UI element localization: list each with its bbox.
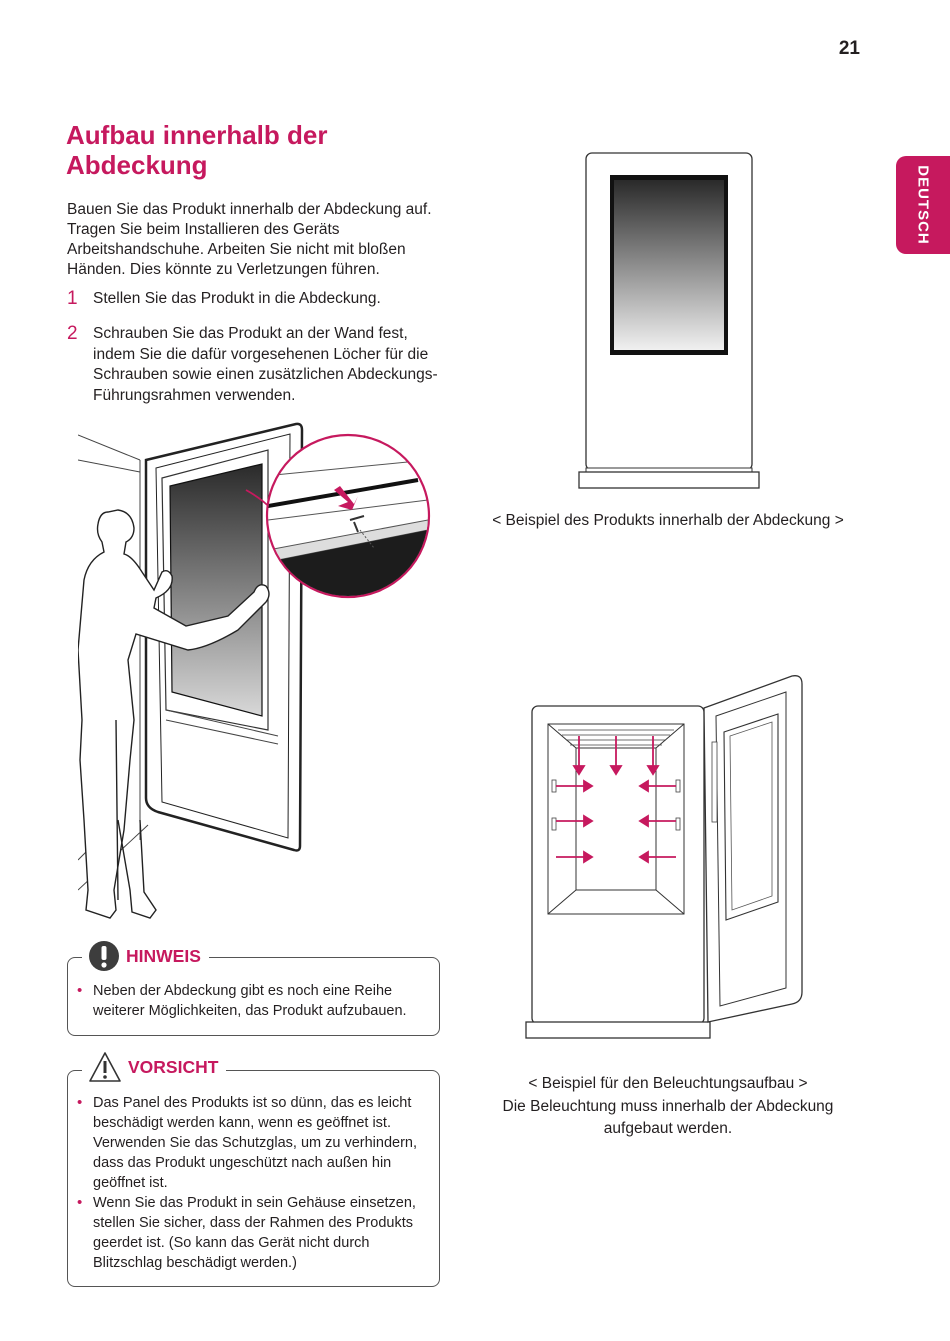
- language-tab: DEUTSCH: [896, 156, 950, 254]
- note-list: Neben der Abdeckung gibt es noch eine Re…: [68, 981, 428, 1021]
- language-tab-label: DEUTSCH: [914, 165, 932, 245]
- note-item: Neben der Abdeckung gibt es noch eine Re…: [68, 981, 428, 1021]
- step-number: 1: [67, 288, 78, 309]
- step-number: 2: [67, 323, 78, 344]
- lighting-caption: < Beispiel für den Beleuchtungsaufbau > …: [468, 1073, 868, 1141]
- step-2: 2 Schrauben Sie das Produkt an der Wand …: [67, 323, 447, 406]
- note-title: HINWEIS: [126, 945, 201, 966]
- caution-item: Wenn Sie das Produkt in sein Gehäuse ein…: [68, 1193, 418, 1273]
- exclamation-circle-icon: [89, 941, 119, 971]
- step-1: 1 Stellen Sie das Produkt in die Abdecku…: [67, 288, 447, 310]
- lighting-caption-line1: < Beispiel für den Beleuchtungsaufbau >: [528, 1075, 808, 1092]
- note-header: HINWEIS: [82, 940, 209, 972]
- lighting-caption-line2: Die Beleuchtung muss innerhalb der Abdec…: [502, 1097, 834, 1115]
- caution-header: VORSICHT: [82, 1051, 227, 1083]
- page-number: 21: [838, 38, 860, 59]
- lighting-caption-line3: aufgebaut werden.: [603, 1120, 733, 1137]
- caution-list: Das Panel des Produkts ist so dünn, das …: [68, 1093, 418, 1273]
- section-title-line2: Abdeckung: [66, 150, 208, 180]
- section-title: Aufbau innerhalb der Abdeckung: [66, 120, 426, 180]
- installation-illustration: [78, 422, 431, 919]
- product-example-caption: < Beispiel des Produkts innerhalb der Ab…: [492, 512, 844, 529]
- lighting-setup-illustration: [525, 675, 803, 1039]
- caution-item: Das Panel des Produkts ist so dünn, das …: [68, 1093, 418, 1193]
- note-box: HINWEIS Neben der Abdeckung gibt es noch…: [67, 940, 440, 1036]
- caution-box: VORSICHT Das Panel des Produkts ist so d…: [67, 1051, 440, 1287]
- step-text: Stellen Sie das Produkt in die Abdeckung…: [93, 290, 381, 307]
- product-front-illustration: [578, 152, 760, 489]
- warning-triangle-icon: [89, 1052, 121, 1082]
- intro-paragraph: Bauen Sie das Produkt innerhalb der Abde…: [67, 201, 432, 278]
- step-text: Schrauben Sie das Produkt an der Wand fe…: [93, 325, 438, 404]
- caution-title: VORSICHT: [128, 1056, 219, 1077]
- section-title-line1: Aufbau innerhalb der: [66, 120, 328, 150]
